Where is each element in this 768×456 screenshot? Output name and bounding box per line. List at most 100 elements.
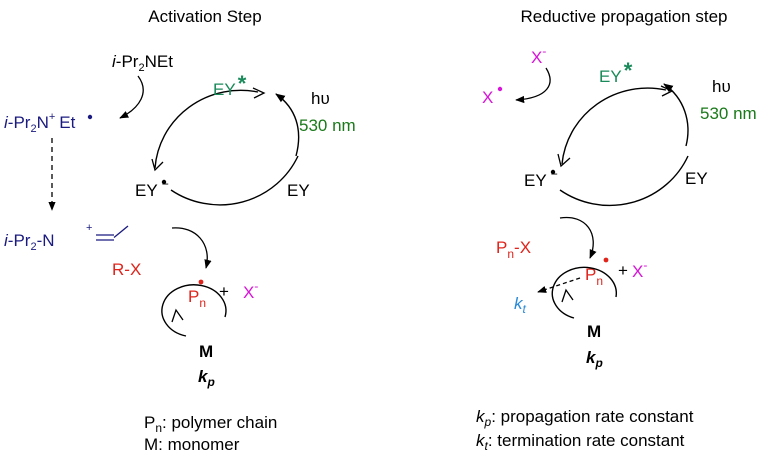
right-kp-sub: p	[594, 356, 602, 370]
halide-anion-charge: -	[254, 279, 258, 293]
kp-text: k	[198, 367, 209, 386]
aminium-radical-dot	[87, 114, 93, 120]
reduction-arrow	[171, 227, 212, 269]
aminium-sup: +	[49, 111, 55, 123]
polymer-halide-sub: n	[507, 247, 514, 261]
polymer-halide-tail: -X	[514, 238, 531, 257]
right-kp-label: kp	[586, 348, 603, 370]
right-cycle-arrow-tip-left	[557, 153, 571, 168]
right-halide-anion-2: X-	[632, 258, 647, 281]
right-pn-radical-dot	[603, 257, 609, 263]
activation-step-panel: Activation Step i-Pr2NEt i-Pr2N+Et i-Pr2…	[4, 7, 356, 454]
aminium-sub: 2	[30, 123, 36, 135]
right-light-hv: hυ	[712, 77, 731, 96]
right-halide-anion: X-	[531, 44, 546, 67]
propagation-loop-tip	[171, 308, 184, 323]
halide-anion-label: X-	[243, 279, 258, 302]
legend-kp: kp: propagation rate constant	[476, 407, 694, 429]
right-pn-radical-label: Pn	[585, 265, 603, 288]
legend-kp-desc: : propagation rate constant	[491, 407, 694, 426]
termination-dashed-arrow	[537, 277, 581, 293]
right-propagation-loop	[551, 266, 618, 319]
amine-sub: 2	[138, 62, 144, 74]
photocatalytic-cycle	[154, 89, 299, 206]
iminium-prefix: i	[4, 231, 9, 250]
ey-radical-dot	[161, 179, 167, 185]
right-propagation-loop-tip	[561, 288, 574, 303]
right-reduction-arrow	[559, 216, 597, 259]
aminium-n: N	[37, 113, 49, 132]
right-light-wavelength: 530 nm	[700, 104, 757, 123]
reductive-step-title: Reductive propagation step	[521, 7, 728, 26]
right-ey-excited-star: *	[624, 58, 633, 83]
kp-sub: p	[206, 375, 214, 389]
right-pn-radical-text: P	[585, 265, 596, 284]
aminium-mid: -Pr	[8, 113, 31, 132]
cycle-arrow-tip-left	[151, 158, 164, 172]
amine-label: i-Pr2NEt	[112, 52, 173, 74]
iminium-sub: 2	[30, 241, 36, 253]
kt-sub: t	[523, 302, 527, 316]
iminium-label: i-Pr2-N	[4, 231, 55, 253]
legend-pn-desc: : polymer chain	[162, 413, 277, 432]
aminium-prefix: i	[4, 113, 9, 132]
right-pn-radical-sub: n	[596, 274, 603, 288]
legend-kp-sub: p	[484, 415, 492, 429]
light-hv: hυ	[311, 89, 330, 108]
pn-radical-text: P	[188, 287, 199, 306]
ey-radical-anion-charge: −	[162, 177, 169, 191]
right-ey-excited-label: EY*	[599, 58, 633, 86]
amine-mid: -Pr	[116, 52, 139, 71]
ey-radical-anion-text: EY	[135, 181, 158, 200]
ey-excited-label: EY*	[213, 71, 247, 99]
propagation-loop	[161, 284, 227, 337]
kp-label: kp	[198, 367, 215, 389]
right-light-excitation-arrow	[663, 83, 689, 147]
legend-pn: Pn: polymer chain	[144, 413, 277, 435]
legend-kt-k: k	[476, 431, 486, 450]
kt-text: k	[514, 294, 524, 313]
right-halide-anion-text: X	[531, 48, 542, 67]
right-halide-anion-2-text: X	[632, 262, 643, 281]
right-ey-radical-anion-text: EY	[524, 171, 547, 190]
right-ey-ground-label: EY	[685, 169, 708, 188]
polymer-halide-p: P	[496, 238, 507, 257]
ey-ground-label: EY	[287, 181, 310, 200]
light-wavelength: 530 nm	[299, 116, 356, 135]
monomer-label: M	[199, 342, 213, 361]
right-monomer-label: M	[587, 322, 601, 341]
legend-kp-k: k	[476, 407, 486, 426]
iminium-double-bond	[96, 234, 114, 241]
right-ey-radical-dot	[550, 169, 556, 175]
ey-excited-star: *	[238, 71, 247, 96]
right-plus-sign: +	[618, 261, 628, 280]
amine-prefix: i	[112, 52, 117, 71]
iminium-tail: -N	[37, 231, 55, 250]
aminium-tail: Et	[59, 113, 75, 132]
legend-kt: kt: termination rate constant	[476, 431, 685, 453]
legend-monomer: M: monomer	[144, 435, 240, 454]
amine-tail: NEt	[145, 52, 174, 71]
halogen-radical-dot	[497, 86, 503, 92]
right-ey-radical-anion-charge: −	[551, 167, 558, 181]
halide-anion-text: X	[243, 283, 254, 302]
reductive-propagation-panel: Reductive propagation step X- X EY* hυ 5…	[476, 7, 757, 453]
kt-label: kt	[514, 294, 527, 316]
legend-pn-sub: n	[155, 421, 162, 435]
right-kp-text: k	[586, 348, 597, 367]
legend-kt-desc: : termination rate constant	[488, 431, 685, 450]
halogen-radical-text: X	[482, 88, 493, 107]
iminium-ethyl-bond	[113, 225, 129, 239]
light-excitation-arrow	[275, 93, 300, 157]
activation-step-title: Activation Step	[148, 7, 261, 26]
right-photocatalytic-cycle	[559, 87, 689, 207]
cycle-arrow-tip-top	[252, 87, 266, 99]
plus-sign: +	[219, 282, 229, 301]
halide-oxidation-arrow	[515, 67, 551, 104]
iminium-charge: +	[86, 222, 92, 234]
legend-pn-text: P	[144, 413, 155, 432]
ey-excited-text: EY	[213, 80, 236, 99]
right-ey-radical-anion-label: EY−	[524, 167, 558, 190]
